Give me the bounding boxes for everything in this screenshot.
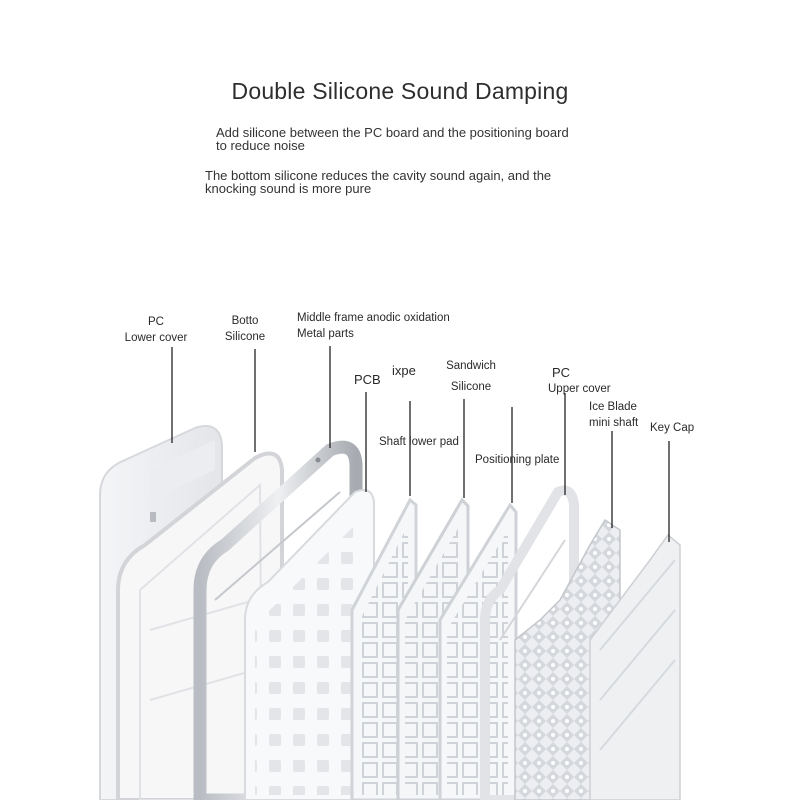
page-title: Double Silicone Sound Damping bbox=[231, 78, 569, 104]
label-line: Silicone bbox=[450, 381, 492, 393]
description-line: The bottom silicone reduces the cavity s… bbox=[205, 168, 552, 183]
pcb-layer bbox=[244, 489, 375, 800]
label-pcb: PCB bbox=[354, 372, 381, 387]
label-line: Botto bbox=[231, 315, 259, 327]
label-key-cap: Key Cap bbox=[650, 422, 695, 434]
description-line: knocking sound is more pure bbox=[205, 181, 372, 196]
label-shaft-lower-pad: Shaft lower pad bbox=[379, 436, 459, 448]
label-bottom-silicone: Botto Silicone bbox=[220, 313, 270, 345]
description-line: to reduce noise bbox=[216, 138, 305, 153]
pc-upper-cover-layer bbox=[480, 485, 579, 800]
key-cap-layer bbox=[589, 533, 681, 800]
description-line: Add silicone between the PC board and th… bbox=[216, 125, 569, 140]
label-line: Ice Blade bbox=[589, 401, 637, 413]
label-pc-lower-cover: PC Lower cover bbox=[120, 314, 192, 346]
label-line: PC bbox=[148, 316, 164, 328]
label-line: Silicone bbox=[224, 331, 266, 343]
label-positioning-plate: Positioning plate bbox=[475, 454, 560, 466]
label-ixpe: ixpe bbox=[392, 363, 416, 378]
label-sandwich-silicone: Sandwich Silicone bbox=[442, 358, 500, 395]
label-line: Lower cover bbox=[124, 332, 188, 344]
label-line: mini shaft bbox=[589, 417, 639, 429]
description-bottom-silicone: The bottom silicone reduces the cavity s… bbox=[205, 169, 551, 195]
label-line: Sandwich bbox=[446, 360, 496, 372]
label-middle-frame: Middle frame anodic oxidation Metal part… bbox=[297, 310, 450, 342]
label-pc-upper-cover: PC Upper cover bbox=[548, 365, 611, 397]
label-line: Metal parts bbox=[297, 328, 354, 340]
label-line: PC bbox=[552, 365, 571, 380]
label-ice-blade-mini-shaft: Ice Blade mini shaft bbox=[589, 399, 638, 431]
middle-frame-metal-layer bbox=[193, 440, 363, 800]
label-line: Upper cover bbox=[548, 383, 611, 395]
description-upper-silicone: Add silicone between the PC board and th… bbox=[216, 126, 569, 152]
leader-lines bbox=[171, 346, 670, 542]
label-line: Middle frame anodic oxidation bbox=[297, 312, 450, 324]
